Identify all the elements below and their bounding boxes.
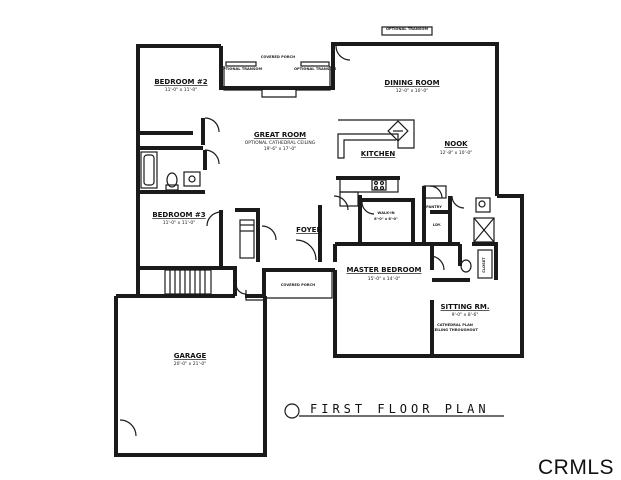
annotation-labels: COVERED PORCH COVERED PORCH OPTIONAL TRA… <box>220 27 486 332</box>
optional-transom-left-label: OPTIONAL TRANSOM <box>220 67 263 71</box>
optional-transom-top-label: OPTIONAL TRANSOM <box>386 27 429 31</box>
cathedral-note-label: CATHEDRAL PLAN <box>437 323 473 327</box>
cathedral-note-label-2: CEILING THROUGHOUT <box>432 328 478 332</box>
kitchen-island <box>337 119 415 159</box>
kitchen-name: KITCHEN <box>361 150 396 158</box>
pantry-label: PANTRY <box>426 205 442 209</box>
walk-in-dim: 6'-0" x 6'-0" <box>374 217 398 221</box>
great-room-note: OPTIONAL CATHEDRAL CEILING <box>245 140 316 146</box>
bedroom2-name: BEDROOM #2 <box>154 78 207 86</box>
covered-porch-top-label: COVERED PORCH <box>261 55 295 59</box>
top-porch-bumps <box>223 26 433 98</box>
bedroom3-name: BEDROOM #3 <box>152 211 205 219</box>
sitting-rm-name: SITTING RM. <box>440 303 489 311</box>
garage-name: GARAGE <box>174 352 207 360</box>
kitchen-cabinets <box>339 177 447 207</box>
great-room-dim: 19'-6" x 17'-0" <box>264 146 297 152</box>
dining-room-name: DINING ROOM <box>384 79 439 87</box>
door-swings <box>119 45 465 437</box>
closet-label: CLOSET <box>482 257 486 273</box>
title-marker-circle <box>284 403 300 419</box>
covered-porch-front-label: COVERED PORCH <box>281 283 315 287</box>
laundry-label: LDY. <box>433 223 441 227</box>
plan-title-group: FIRST FLOOR PLAN <box>284 402 504 419</box>
nook-name: NOOK <box>444 140 468 148</box>
bedroom2-dim: 11'-0" x 11'-0" <box>165 87 198 93</box>
master-bedroom-dim: 15'-0" x 14'-0" <box>368 276 401 282</box>
stairs <box>164 269 212 295</box>
room-labels: BEDROOM #2 11'-0" x 11'-0" BEDROOM #3 11… <box>152 78 489 367</box>
sitting-rm-dim: 9'-0" x 8'-6" <box>452 312 479 318</box>
bath-fixtures <box>140 151 495 279</box>
master-bedroom-name: MASTER BEDROOM <box>347 266 422 274</box>
foyer-name: FOYER <box>296 226 322 234</box>
front-porch <box>245 272 333 301</box>
bedroom3-dim: 11'-0" x 11'-0" <box>163 220 196 226</box>
nook-dim: 12'-8" x 10'-0" <box>440 150 473 156</box>
great-room-name: GREAT ROOM <box>254 131 306 139</box>
walk-in-label: WALK-IN <box>377 211 394 215</box>
plan-title: FIRST FLOOR PLAN <box>310 402 490 416</box>
watermark-logo: CRMLS <box>538 456 615 479</box>
optional-transom-right-label: OPTIONAL TRANSOM <box>294 67 337 71</box>
garage-dim: 20'-0" x 21'-0" <box>174 361 207 367</box>
dining-room-dim: 12'-0" x 10'-0" <box>396 88 429 94</box>
